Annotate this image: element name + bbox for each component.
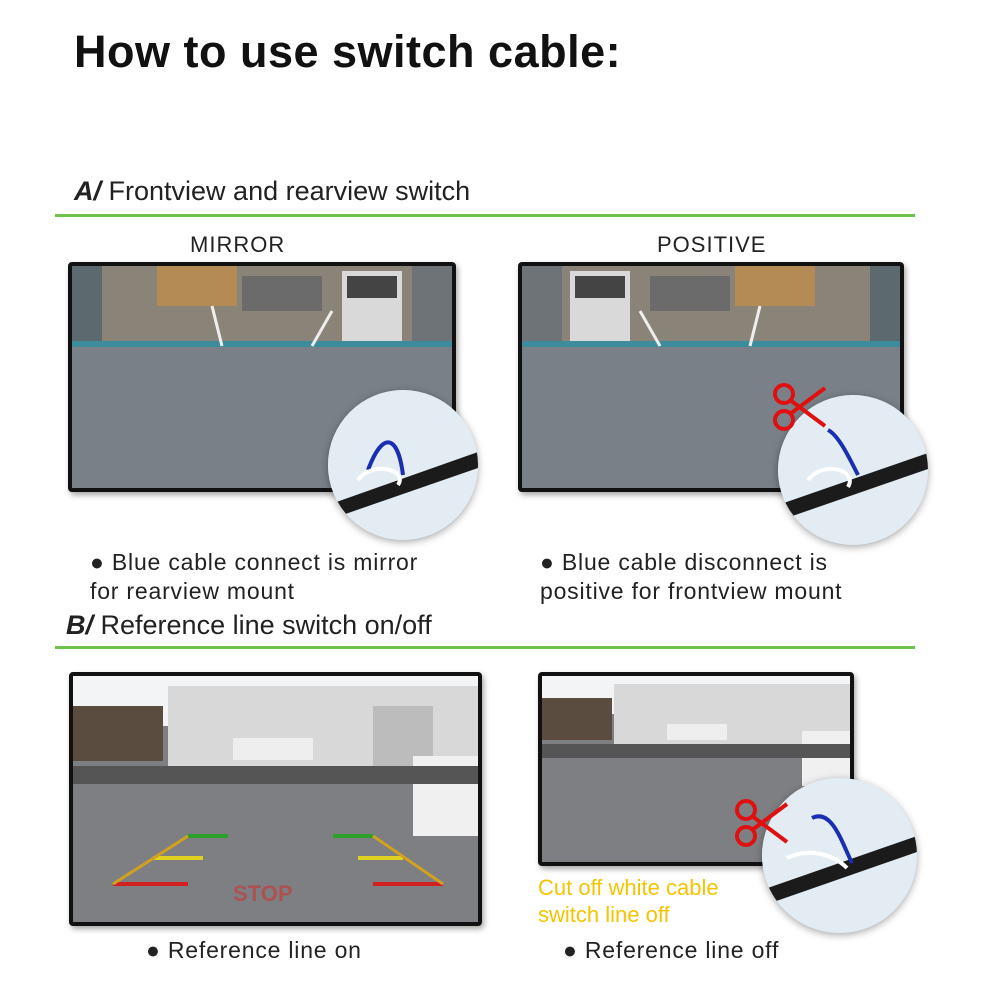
reference-line-scene: STOP (73, 676, 478, 922)
cable-connected-icon (328, 390, 478, 540)
section-a-label: A/ (74, 176, 101, 206)
white-cable-cut-icon (762, 778, 917, 933)
positive-caption: POSITIVE (657, 232, 767, 257)
note-line1: Cut off white cable (538, 875, 719, 900)
reference-line-on-view: STOP (69, 672, 482, 926)
stop-marker-text: STOP (233, 881, 293, 906)
mirror-cable-inset (328, 390, 478, 540)
positive-bullet-line1: Blue cable disconnect is (561, 549, 828, 575)
scissors-icon (773, 383, 827, 431)
reference-cable-inset (762, 778, 917, 933)
mirror-bullet-line1: Blue cable connect is mirror (111, 549, 419, 575)
mirror-caption: MIRROR (190, 232, 286, 257)
section-b-heading: B/ Reference line switch on/off (66, 610, 432, 641)
note-line2: switch line off (538, 902, 670, 927)
scissors-icon (735, 799, 789, 847)
mirror-camera-view (68, 262, 456, 492)
reference-off-bullet: Reference line off (584, 937, 780, 963)
section-a-text: Frontview and rearview switch (108, 176, 471, 206)
section-a-heading: A/ Frontview and rearview switch (74, 176, 470, 207)
reference-on-description: ● Reference line on (146, 937, 362, 963)
cable-disconnected-icon (778, 395, 928, 545)
positive-bullet-line2: positive for frontview mount (540, 578, 843, 604)
reference-on-bullet: Reference line on (167, 937, 362, 963)
section-b-divider (55, 646, 915, 649)
mirror-parking-scene (72, 266, 452, 488)
positive-cable-inset (778, 395, 928, 545)
section-b-text: Reference line switch on/off (100, 610, 432, 640)
mirror-description: ● Blue cable connect is mirror for rearv… (90, 548, 490, 606)
mirror-bullet-line2: for rearview mount (90, 578, 295, 604)
reference-off-description: ● Reference line off (563, 937, 780, 963)
positive-description: ● Blue cable disconnect is positive for … (540, 548, 960, 606)
section-a-divider (55, 214, 915, 217)
page-title: How to use switch cable: (74, 26, 622, 77)
section-b-label: B/ (66, 610, 93, 640)
cut-white-cable-note: Cut off white cable switch line off (538, 874, 719, 928)
